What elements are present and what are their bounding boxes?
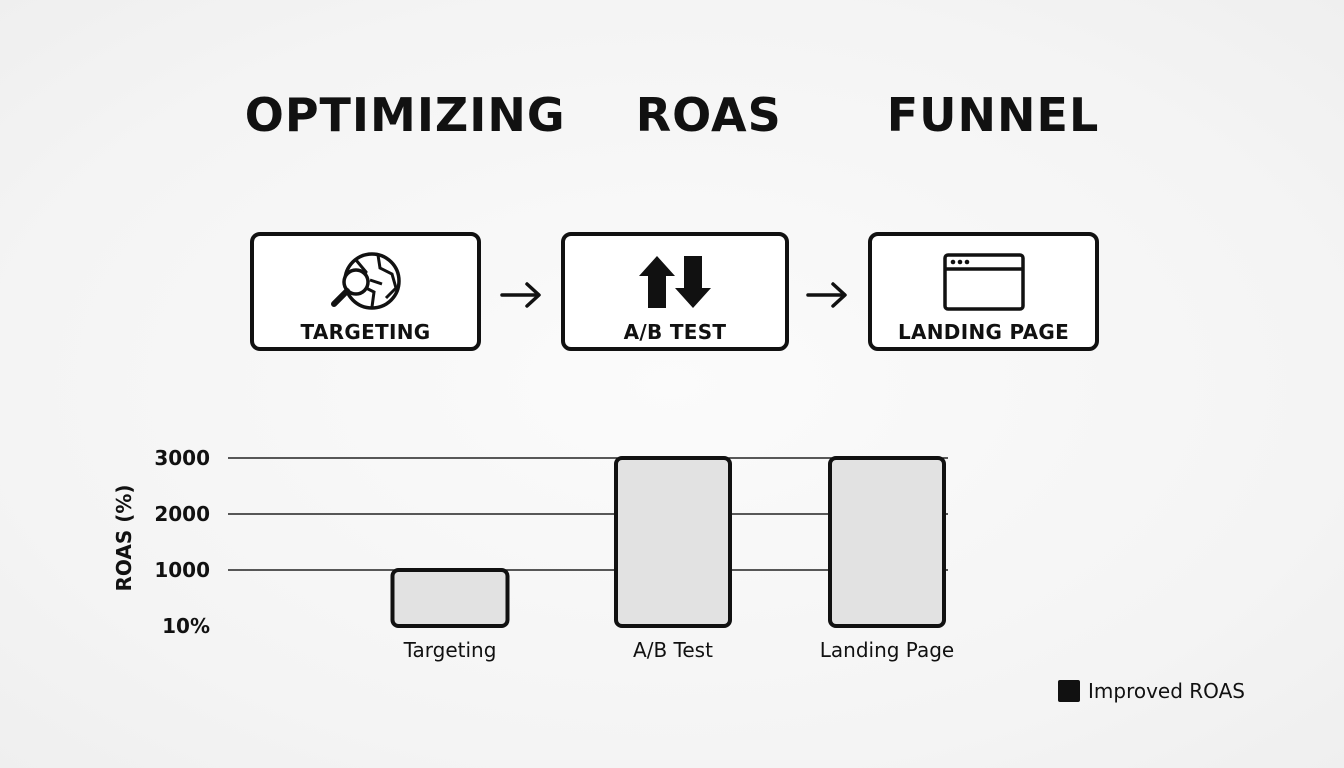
y-tick-label: 1000 xyxy=(154,558,210,582)
search-globe-icon xyxy=(326,250,406,318)
chart-legend: Improved ROAS xyxy=(1058,678,1245,704)
y-tick-label: 3000 xyxy=(154,446,210,470)
funnel-step-label: LANDING PAGE xyxy=(897,320,1070,344)
bar xyxy=(828,456,946,628)
y-tick-label: 2000 xyxy=(154,502,210,526)
x-tick-label: A/B Test xyxy=(633,638,713,662)
legend-swatch xyxy=(1058,680,1080,702)
funnel-step-ab-test: A/B TEST xyxy=(561,232,789,351)
funnel-step-label: A/B TEST xyxy=(623,320,727,344)
right-arrow-icon xyxy=(500,280,544,314)
page-title: OPTIMIZING ROAS FUNNEL xyxy=(244,88,1100,142)
legend-label: Improved ROAS xyxy=(1088,679,1245,703)
bar xyxy=(390,568,510,628)
bar xyxy=(614,456,732,628)
up-down-arrows-icon xyxy=(635,250,715,318)
x-tick-label: Landing Page xyxy=(820,638,954,662)
y-axis-label: ROAS (%) xyxy=(112,484,136,591)
funnel-step-label: TARGETING xyxy=(300,320,431,344)
right-arrow-icon xyxy=(806,280,850,314)
funnel-step-landing-page: LANDING PAGE xyxy=(868,232,1099,351)
x-tick-label: Targeting xyxy=(403,638,497,662)
browser-window-icon xyxy=(942,250,1026,318)
y-tick-label: 10% xyxy=(162,614,210,638)
funnel-step-targeting: TARGETING xyxy=(250,232,481,351)
